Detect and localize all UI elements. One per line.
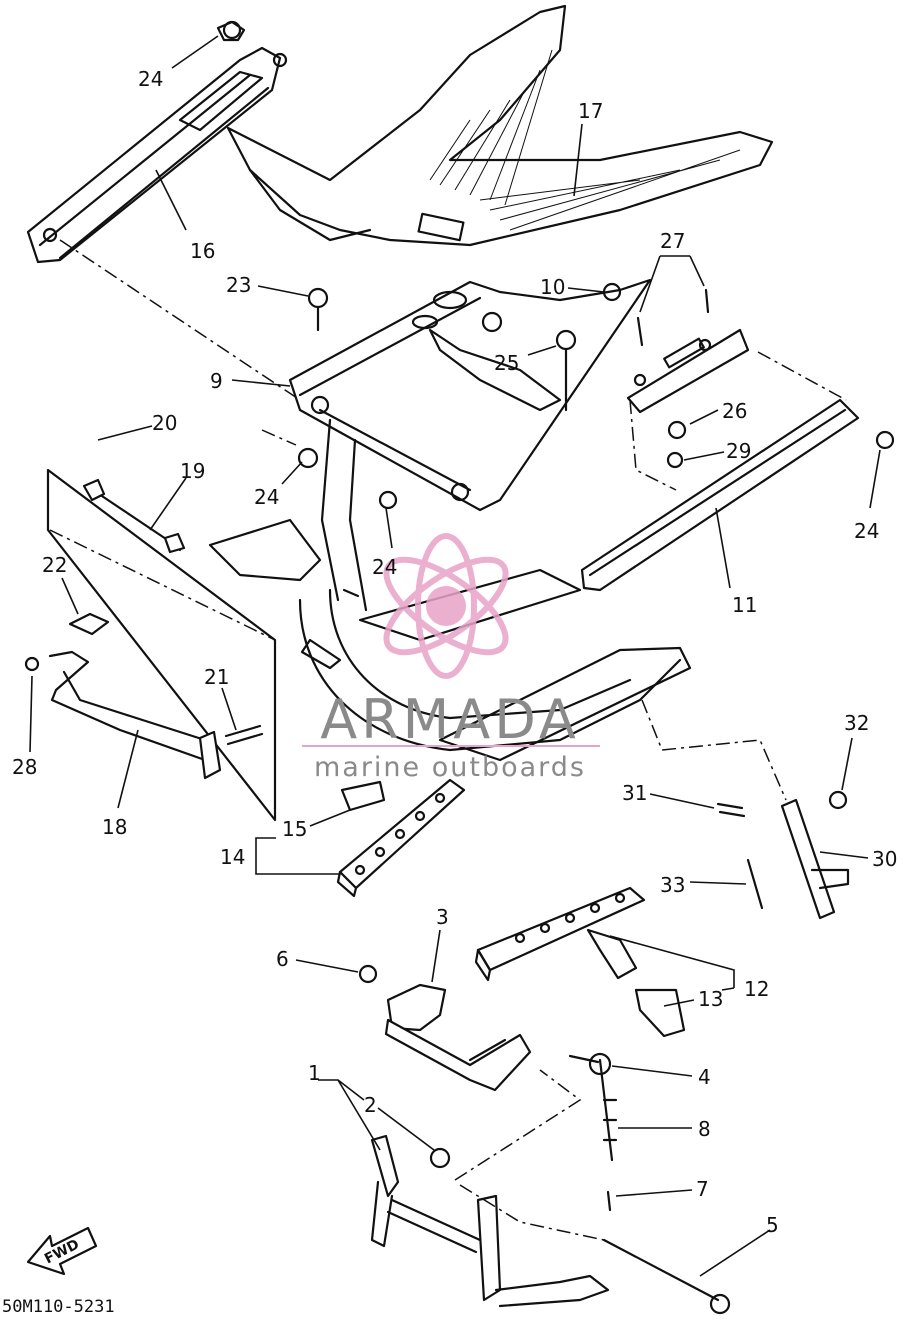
- callout-24-mid-left: 24: [254, 485, 279, 509]
- part-9-frame-plate: [288, 278, 652, 512]
- callout-29: 29: [726, 439, 751, 463]
- callout-31: 31: [622, 781, 647, 805]
- callout-26: 26: [722, 399, 747, 423]
- callout-24-mid: 24: [372, 555, 397, 579]
- callout-14: 14: [220, 845, 245, 869]
- callout-24-right: 24: [854, 519, 879, 543]
- callout-7: 7: [696, 1177, 709, 1201]
- frame-tubes: [208, 418, 692, 762]
- callout-33: 33: [660, 873, 685, 897]
- callout-12: 12: [744, 977, 769, 1001]
- callout-5: 5: [766, 1213, 779, 1237]
- callout-15: 15: [282, 817, 307, 841]
- part-3-stand-bracket: [358, 964, 612, 1092]
- callout-3: 3: [436, 905, 449, 929]
- part-18-brake-pedal: [24, 650, 264, 780]
- callout-1: 1: [308, 1061, 321, 1085]
- callout-30: 30: [872, 847, 897, 871]
- callout-6: 6: [276, 947, 289, 971]
- callout-11: 11: [732, 593, 757, 617]
- drawing-code: 50M110-5231: [2, 1297, 115, 1317]
- part-12-13-footrest-right: [474, 886, 686, 1038]
- part-17-floor-board: [226, 4, 774, 247]
- callout-4: 4: [698, 1065, 711, 1089]
- callout-9: 9: [210, 369, 223, 393]
- cover-panel: [46, 468, 277, 822]
- assembly-lines: [49, 239, 847, 1241]
- callout-13: 13: [698, 987, 723, 1011]
- callout-10: 10: [540, 275, 565, 299]
- fasteners: [222, 20, 895, 598]
- callout-22: 22: [42, 553, 67, 577]
- callout-24: 24: [138, 67, 163, 91]
- callout-numbers: 24 16 17 23 9 10 27 25 26 29 24 24 24 11…: [12, 67, 897, 1237]
- callout-23: 23: [226, 273, 251, 297]
- callout-27: 27: [660, 229, 685, 253]
- callout-16: 16: [190, 239, 215, 263]
- callout-17: 17: [578, 99, 603, 123]
- fwd-arrow-icon: FWD: [26, 1226, 98, 1276]
- callout-21: 21: [204, 665, 229, 689]
- callout-2: 2: [364, 1093, 377, 1117]
- part-1-main-stand: [370, 1058, 731, 1315]
- part-30-side-stand: [716, 790, 850, 920]
- callout-8: 8: [698, 1117, 711, 1141]
- part-14-15-footrest-left: [336, 778, 466, 898]
- leader-lines: [29, 35, 881, 1277]
- callout-18: 18: [102, 815, 127, 839]
- callout-32: 32: [844, 711, 869, 735]
- watermark-tagline: marine outboards: [314, 752, 586, 783]
- watermark-name: ARMADA: [320, 688, 580, 751]
- callout-20: 20: [152, 411, 177, 435]
- part-11-right-rail: [580, 328, 860, 592]
- callout-28: 28: [12, 755, 37, 779]
- watermark-logo: [383, 533, 509, 679]
- callout-19: 19: [180, 459, 205, 483]
- part-16-side-rail: [26, 20, 288, 264]
- callout-25: 25: [494, 351, 519, 375]
